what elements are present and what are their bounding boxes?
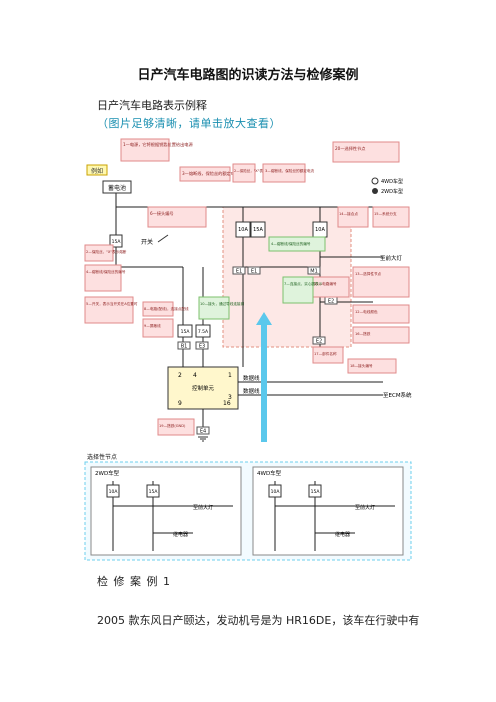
opt-fuse-2: 15A <box>149 489 159 495</box>
opt-relay-left: 继电器 <box>173 531 188 538</box>
case-paragraph: 2005 款东风日产颐达，发动机号是为 HR16DE，该车在行驶中有 <box>97 614 420 627</box>
legend-4wd: 4WD车型 <box>381 178 403 185</box>
callout-6: 6—接头编号 <box>150 210 174 217</box>
label-data-line-2: 数据线 <box>243 387 260 395</box>
left-variant-label: 2WD车型 <box>95 469 120 477</box>
connector-6: B1 <box>181 344 188 350</box>
callout-15: 15—系统分支 <box>374 211 397 216</box>
callout-14: 14—接合点 <box>339 211 358 216</box>
callout-17: 17—部件名称 <box>314 351 337 356</box>
module-pin-3: 1 <box>228 372 232 379</box>
callout-2: 2—保险丝，"X"表示熔断 <box>234 168 274 173</box>
fuse-label-6: 15A <box>181 329 191 335</box>
enlarge-note[interactable]: （图片足够清晰，请单击放大查看） <box>97 117 281 130</box>
connector-2: E1 <box>251 269 257 275</box>
opt-relay-right: 继电器 <box>335 531 350 538</box>
fuse-label-5: 7.5A <box>198 329 209 335</box>
callout-2b: 2—保险丝，"X"表示熔断 <box>86 249 127 254</box>
fuse-label-1: 10A <box>238 227 248 233</box>
callout-4b: 4—熔断线/保险丝的编号 <box>271 241 311 246</box>
callout-19: 19—搭铁(GND) <box>159 423 186 428</box>
connector-1: E1 <box>236 269 242 275</box>
optional-title: 选择性节点 <box>87 453 117 461</box>
callout-16: 16—搭铁 <box>355 331 371 336</box>
callout-9: 9—屏蔽线 <box>144 323 161 328</box>
callout-3: 3—熔断线，保险丝的额定电流 <box>182 170 240 177</box>
module-pin-5: 9 <box>178 400 182 407</box>
opt-lamp-right: 至前大灯 <box>355 504 375 511</box>
battery-box <box>102 180 132 194</box>
module-pin-6: 16 <box>223 400 231 407</box>
callout-13: 13—选择性节点 <box>355 271 382 276</box>
module-label: 控制单元 <box>192 384 215 392</box>
fuse-label-3: 10A <box>315 227 325 233</box>
callout-7: 7—连接点，实心圆表示 <box>284 281 323 286</box>
opt-fuse-4: 15A <box>311 489 321 495</box>
wiring-diagram[interactable]: 蓄电池 例如 10A 15A 10A 15A 7.5A 15A E1 E1 M1… <box>83 137 413 447</box>
label-to-headlamp: 至前大灯 <box>380 254 403 262</box>
battery-label: 蓄电池 <box>108 184 126 192</box>
connector-7: E3 <box>199 344 205 350</box>
fuse-group <box>109 221 328 338</box>
module-pin-2: 4 <box>193 372 197 379</box>
label-ecm: 至ECM系统 <box>383 391 412 399</box>
callout-10: 10—接头，通过导线连接到 <box>200 301 245 306</box>
legend-2wd: 2WD车型 <box>381 188 403 195</box>
up-arrow <box>256 312 272 442</box>
document-subheading: 日产汽车电路表示例释 <box>97 99 207 112</box>
example-tag-label: 例如 <box>91 167 103 175</box>
callout-18: 18—接头编号 <box>350 363 373 368</box>
callout-11: 11—电路编号 <box>314 281 337 286</box>
callout-4: 4—熔断线/保险丝的编号 <box>86 269 126 274</box>
optional-node-diagram[interactable]: 选择性节点 2WD车型 10A 15A 至前大灯 继电器 4WD车型 10A 1… <box>83 451 413 563</box>
connector-3: M1 <box>310 269 318 275</box>
fuse-label-4: 15A <box>112 239 122 245</box>
callout-12: 12—电线颜色 <box>355 309 378 314</box>
connector-5: E2 <box>328 299 334 305</box>
opt-fuse-1: 10A <box>109 489 119 495</box>
fuse-label-2: 15A <box>253 227 263 233</box>
opt-fuse-3: 10A <box>271 489 281 495</box>
module-pin-4: 3 <box>228 394 232 401</box>
connector-8: E2 <box>316 339 322 345</box>
callout-8: 8—电路(配线)，连接点配线 <box>144 306 189 311</box>
callout-5: 5—开关，表示当开关在A位置时 <box>86 301 138 306</box>
connector-9: E4 <box>200 429 206 435</box>
document-title: 日产汽车电路图的识读方法与检修案例 <box>137 68 359 83</box>
callout-20: 20—选择性节点 <box>335 145 365 152</box>
example-tag <box>86 164 108 176</box>
module-pin-1: 2 <box>178 372 182 379</box>
right-variant-label: 4WD车型 <box>257 469 282 477</box>
callout-1: 1—电源，它将根据钥匙位置给出电源 <box>123 141 193 148</box>
label-data-line: 数据线 <box>243 374 260 382</box>
case-title: 检 修 案 例 1 <box>97 575 171 588</box>
opt-lamp-left: 至前大灯 <box>193 504 213 511</box>
switch-label: 开关 <box>141 238 153 246</box>
callout-3b: 3—熔断线，保险丝的额定电流 <box>265 168 314 173</box>
